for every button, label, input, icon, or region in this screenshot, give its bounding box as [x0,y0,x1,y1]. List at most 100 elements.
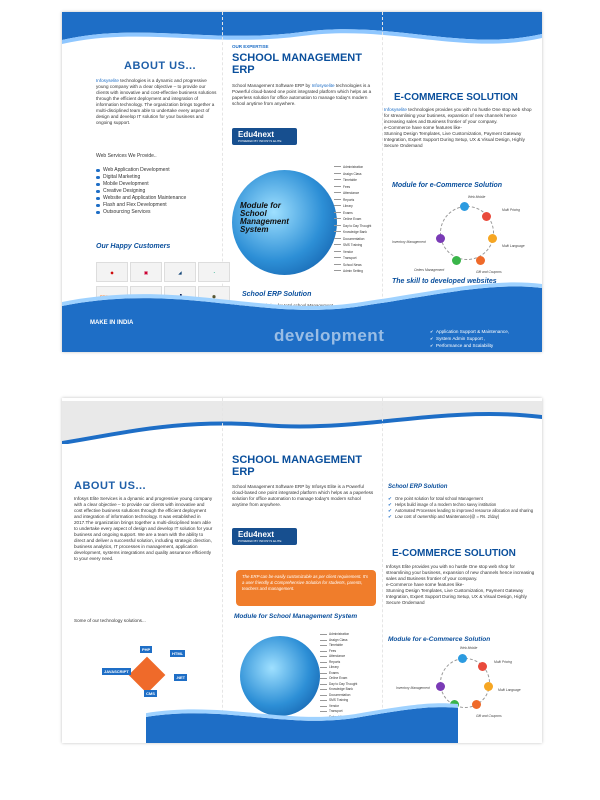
service-item: Website and Application Maintenance [96,195,221,202]
ecom-node-label: Inventory Management [396,686,430,690]
ecom-title: E-COMMERCE SOLUTION [394,92,518,103]
top-wave-decoration [62,12,542,44]
ecom-node-label: Multi Language [502,244,525,248]
ecom-node-label: Orders Management [414,268,445,272]
tech-label: HTML [170,650,186,657]
erp-module-item: Attendance [320,654,357,660]
orders-icon [452,256,461,265]
erp-module-item: Transport [334,255,371,262]
erp-module-item: Documentation [320,693,357,699]
ecom-node-label: Web Mobile [460,646,478,650]
erp-module-item: Reports [320,660,357,666]
erp-module-item: Online Exam [320,676,357,682]
company-name: Infosyselite [96,78,119,83]
development-watermark: development [274,326,385,345]
ecom-paragraph: Infosys Elite provides you with no hustl… [386,564,535,605]
ecom-node-label: Web Mobile [468,195,486,199]
multi-language-icon [484,682,493,691]
customer-logo: ◆ [96,262,128,282]
erp-customizable-callout: The ERP can be easily customizable as pe… [236,570,376,606]
school-globe-illustration [240,636,320,716]
multi-pricing-icon [482,212,491,221]
erp-module-item: Vendor [320,704,357,710]
customer-logo: ◢ [164,262,196,282]
tech-hub-icon [128,656,166,694]
ecom-paragraph: Infosyselite technologies provides you w… [384,107,532,148]
ecom-node-label: Multi Language [498,688,521,692]
erp-module-item: Library [334,203,371,210]
erp-module-item: Reports [334,197,371,204]
services-intro: Web Services We Provide.. [96,153,157,159]
customer-logo: ◔ [198,262,230,282]
support-item: System Admin Support , [430,335,509,342]
erp-module-item: Exams [334,210,371,217]
erp-solution-item: Low cost of ownership and Maintenance(@ … [388,514,538,520]
erp-module-item: Library [320,665,357,671]
customer-logo: ▣ [130,262,162,282]
erp-module-item: Transport [320,709,357,715]
web-mobile-icon [458,654,467,663]
brochure-sheet-2: ABOUT US... Infosys Elite Services is a … [62,398,542,743]
tech-label: .NET [174,674,188,681]
service-item: Flash and Flex Development [96,202,221,209]
erp-module-item: School News [334,262,371,269]
about-title: ABOUT US... [124,60,197,72]
erp-module-item: Fees [320,649,357,655]
support-item: Performance and Scalability [430,342,509,349]
tech-intro: Some of our technology solutions... [74,618,146,623]
bottom-wave-decoration [62,282,542,352]
bottom-wave-decoration [146,703,458,743]
erp-module-item: Documentation [334,236,371,243]
ecom-node-label: Gift and Coupons [476,714,502,718]
erp-module-item: Knowledge Bank [334,229,371,236]
ecom-node-label: Multi Pricing [502,208,520,212]
erp-module-item: Administration [334,164,371,171]
panel-divider [382,398,383,743]
tech-label: CMS [144,690,157,697]
inventory-icon [436,682,445,691]
erp-solution-title: School ERP Solution [388,484,448,490]
ecom-module-title: Module for e-Commerce Solution [388,636,491,643]
erp-solution-title: School ERP Solution [242,291,312,298]
erp-module-item: Admin Setting [334,268,371,275]
multi-language-icon [488,234,497,243]
panel-divider [382,12,383,352]
service-item: Creative Designing [96,188,221,195]
inventory-icon [436,234,445,243]
make-in-india-logo: MAKE IN INDIA [90,320,134,326]
support-item: Application Support & Maintenance, [430,328,509,335]
tech-label: PHP [140,646,153,653]
about-title: ABOUT US... [74,480,147,492]
erp-intro: School Management Software ERP by Infosy… [232,83,372,106]
service-item: Web Application Development [96,167,221,174]
panel-divider [222,12,223,352]
erp-module-item: Attendance [334,190,371,197]
multi-pricing-icon [478,662,487,671]
about-paragraph: Infosyselite technologies is a dynamic a… [96,78,217,125]
erp-eyebrow: OUR EXPERTISE [232,44,269,49]
erp-solution-item: One point solution for total school Mana… [388,496,538,502]
service-item: Outsourcing Services [96,209,221,216]
module-school-title: Module for School Management System [234,613,358,620]
service-item: Mobile Development [96,181,221,188]
service-item: Digital Marketing [96,174,221,181]
about-paragraph: Infosys Elite Services is a dynamic and … [74,496,213,561]
erp-module-item: Timetable [334,177,371,184]
erp-module-item: Fees [334,184,371,191]
tech-label: JAVASCRIPT [102,668,131,675]
ecom-module-title: Module for e-Commerce Solution [392,182,503,189]
erp-module-item: Knowledge Bank [320,687,357,693]
erp-module-item: SMS Training [334,242,371,249]
ecom-title: E-COMMERCE SOLUTION [392,548,516,559]
erp-solution-item: Helps build image of a modern techno sav… [388,502,538,508]
erp-module-item: Timetable [320,643,357,649]
school-globe-illustration [232,170,337,275]
web-mobile-icon [460,202,469,211]
erp-module-item: Day to Day Thought [334,223,371,230]
gift-coupons-icon [472,700,481,709]
erp-module-item: Administration [320,632,357,638]
